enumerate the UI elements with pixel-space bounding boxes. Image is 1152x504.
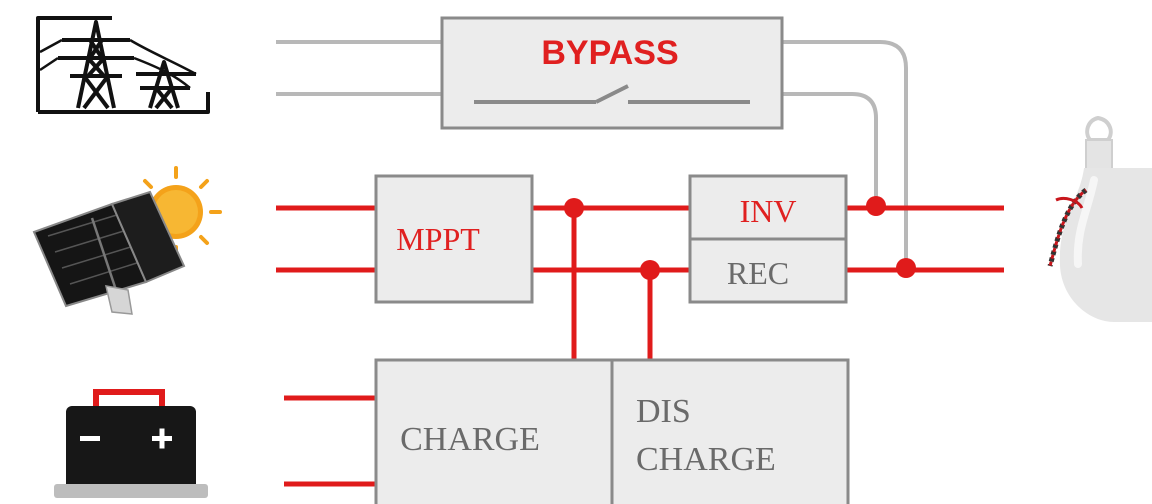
bypass-lines — [276, 40, 908, 266]
junction-dot — [640, 260, 660, 280]
junction-dot — [564, 198, 584, 218]
battery-icon — [54, 389, 208, 498]
mppt-block: MPPT — [374, 174, 534, 304]
power-grid-icon — [36, 16, 210, 114]
inv-rec-block: INV REC — [688, 174, 848, 304]
light-bulb-icon — [1047, 115, 1152, 322]
switch-icon — [474, 84, 750, 104]
mppt-label: MPPT — [396, 221, 480, 257]
inv-label: INV — [740, 193, 797, 229]
solar-panel-icon — [32, 166, 222, 315]
bypass-block: BYPASS — [440, 16, 784, 130]
charge-block: CHARGE DIS CHARGE — [374, 358, 850, 504]
charge-label: CHARGE — [400, 421, 540, 458]
junction-dot — [896, 258, 916, 278]
rec-label: REC — [727, 255, 789, 291]
junction-dots — [564, 196, 916, 280]
discharge-label-line2: CHARGE — [636, 441, 776, 478]
bypass-label: BYPASS — [541, 34, 678, 72]
junction-dot — [866, 196, 886, 216]
discharge-label-line1: DIS — [636, 393, 691, 430]
power-lines — [276, 205, 1004, 487]
